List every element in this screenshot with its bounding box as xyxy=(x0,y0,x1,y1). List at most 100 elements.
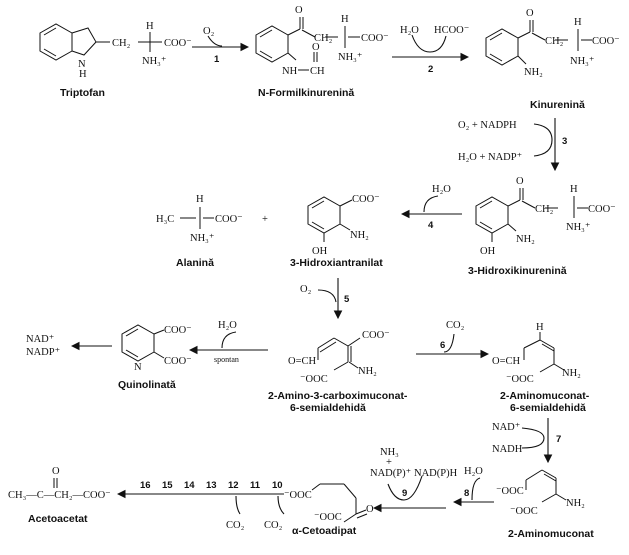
label-acetoacetate: Acetoacetat xyxy=(28,513,88,525)
svg-text:spontan: spontan xyxy=(214,355,239,364)
label-alanine: Alanină xyxy=(176,257,214,269)
svg-text:H: H xyxy=(341,14,349,25)
svg-text:O: O xyxy=(312,42,320,53)
svg-text:O: O xyxy=(516,176,524,187)
svg-text:CH₂: CH₂ xyxy=(314,33,333,44)
svg-text:+: + xyxy=(386,457,392,468)
svg-text:NAD⁺: NAD⁺ xyxy=(492,422,521,433)
svg-text:COO⁻: COO⁻ xyxy=(352,194,380,205)
plus-sign: + xyxy=(262,214,268,225)
svg-text:CH₂: CH₂ xyxy=(112,38,131,49)
step-4: 4 xyxy=(428,220,434,231)
svg-text:COO⁻: COO⁻ xyxy=(361,33,389,44)
svg-text:COO⁻: COO⁻ xyxy=(588,204,616,215)
svg-text:O=CH: O=CH xyxy=(288,356,317,367)
acms-structure: O=CH COO⁻ NH₂ ⁻OOC xyxy=(288,330,390,385)
svg-text:COO⁻: COO⁻ xyxy=(164,38,192,49)
svg-text:⁻OOC: ⁻OOC xyxy=(510,506,538,517)
aminomuconate-structure: ⁻OOC NH₂ ⁻OOC xyxy=(496,469,585,517)
label-acms-1: 2-Amino-3-carboximuconat- xyxy=(268,390,408,402)
svg-text:O₂ + NADPH: O₂ + NADPH xyxy=(458,120,517,131)
svg-text:CH₂: CH₂ xyxy=(535,204,554,215)
svg-text:O: O xyxy=(526,8,534,19)
kynurenine-structure: O CH₂ H COO⁻ NH₃⁺ NH₂ xyxy=(485,8,620,78)
svg-text:NH₂: NH₂ xyxy=(358,366,377,377)
step-16: 16 xyxy=(140,480,151,491)
svg-text:H₃C: H₃C xyxy=(156,214,174,225)
svg-text:O₂: O₂ xyxy=(203,26,215,37)
ketoadipate-structure: ⁻OOC ⁻OOC O xyxy=(284,483,374,523)
step-3: 3 xyxy=(562,136,567,147)
svg-text:O=CH: O=CH xyxy=(492,356,521,367)
tryptophan-structure: N H CH₂ H COO⁻ NH₃⁺ xyxy=(39,21,192,80)
svg-text:NH₃: NH₃ xyxy=(380,447,399,458)
svg-text:O: O xyxy=(295,5,303,16)
acetoacetate-structure: CH₃—C—CH₂—COO⁻ O xyxy=(8,466,111,501)
svg-text:O₂: O₂ xyxy=(300,284,312,295)
svg-text:H₂O: H₂O xyxy=(464,466,483,477)
step-13: 13 xyxy=(206,480,217,491)
svg-text:O: O xyxy=(52,466,60,477)
svg-text:COO⁻: COO⁻ xyxy=(592,36,620,47)
svg-text:H₂O + NADP⁺: H₂O + NADP⁺ xyxy=(458,152,523,163)
svg-text:N: N xyxy=(134,362,142,373)
n-formylkynurenine-structure: O CH₂ H COO⁻ NH₃⁺ NH CH O xyxy=(255,5,389,77)
svg-text:CH₂: CH₂ xyxy=(545,36,564,47)
step-2: 2 xyxy=(428,64,433,75)
step-14: 14 xyxy=(184,480,195,491)
svg-text:H: H xyxy=(570,184,578,195)
svg-text:CH: CH xyxy=(310,66,325,77)
svg-text:NADH: NADH xyxy=(492,444,523,455)
svg-text:NH₃⁺: NH₃⁺ xyxy=(338,52,363,63)
label-ams-1: 2-Aminomuconat- xyxy=(500,390,590,402)
svg-text:H₂O: H₂O xyxy=(400,25,419,36)
step-15: 15 xyxy=(162,480,173,491)
svg-text:HCOO⁻: HCOO⁻ xyxy=(434,25,470,36)
svg-text:CO₂: CO₂ xyxy=(446,320,465,331)
svg-text:⁻OOC: ⁻OOC xyxy=(314,512,342,523)
svg-text:COO⁻: COO⁻ xyxy=(362,330,390,341)
svg-text:NH₂: NH₂ xyxy=(524,67,543,78)
svg-text:OH: OH xyxy=(480,246,496,257)
alanine-structure: H₃C H COO⁻ NH₃⁺ xyxy=(156,194,243,244)
svg-text:NH₂: NH₂ xyxy=(350,230,369,241)
label-ams-2: 6-semialdehidă xyxy=(510,402,586,414)
svg-text:NH₃⁺: NH₃⁺ xyxy=(570,56,595,67)
hydroxyanthranilate-structure: COO⁻ NH₂ OH xyxy=(307,194,380,257)
label-ketoadipate: α-Cetoadipat xyxy=(292,525,357,537)
svg-text:NAD(P)⁺: NAD(P)⁺ xyxy=(370,468,412,479)
label-n-formylkynurenine: N-Formilkinurenină xyxy=(258,87,354,99)
svg-text:NH₂: NH₂ xyxy=(566,498,585,509)
label-aminomuconate: 2-Aminomuconat xyxy=(508,528,594,540)
svg-text:NH₂: NH₂ xyxy=(562,368,581,379)
svg-text:⁻OOC: ⁻OOC xyxy=(496,486,524,497)
svg-text:COO⁻: COO⁻ xyxy=(164,325,192,336)
svg-text:COO⁻: COO⁻ xyxy=(164,356,192,367)
svg-text:NH₃⁺: NH₃⁺ xyxy=(566,222,591,233)
svg-text:H: H xyxy=(79,69,87,80)
svg-text:NH: NH xyxy=(282,66,298,77)
svg-text:NADP⁺: NADP⁺ xyxy=(26,347,61,358)
svg-text:⁻OOC: ⁻OOC xyxy=(300,374,328,385)
svg-text:H: H xyxy=(536,322,544,333)
label-kynurenine: Kinurenină xyxy=(530,99,585,111)
step-1: 1 xyxy=(214,54,220,65)
svg-text:NH₃⁺: NH₃⁺ xyxy=(190,233,215,244)
step-10: 10 xyxy=(272,480,283,491)
svg-text:CH₃—C—CH₂—COO⁻: CH₃—C—CH₂—COO⁻ xyxy=(8,490,111,501)
tryptophan-nh: N xyxy=(78,59,86,70)
svg-text:O: O xyxy=(366,504,374,515)
svg-text:COO⁻: COO⁻ xyxy=(215,214,243,225)
svg-text:CO₂: CO₂ xyxy=(226,520,245,531)
quinolinate-structure: N COO⁻ COO⁻ xyxy=(121,324,192,373)
label-hydroxyanthranilate: 3-Hidroxiantranilat xyxy=(290,257,383,269)
step-12: 12 xyxy=(228,480,239,491)
svg-text:H: H xyxy=(146,21,154,32)
svg-text:H: H xyxy=(196,194,204,205)
ams-structure: H O=CH NH₂ ⁻OOC xyxy=(492,322,581,385)
step-6: 6 xyxy=(440,340,445,351)
step-5: 5 xyxy=(344,294,350,305)
svg-text:H₂O: H₂O xyxy=(218,320,237,331)
svg-text:⁻OOC: ⁻OOC xyxy=(506,374,534,385)
